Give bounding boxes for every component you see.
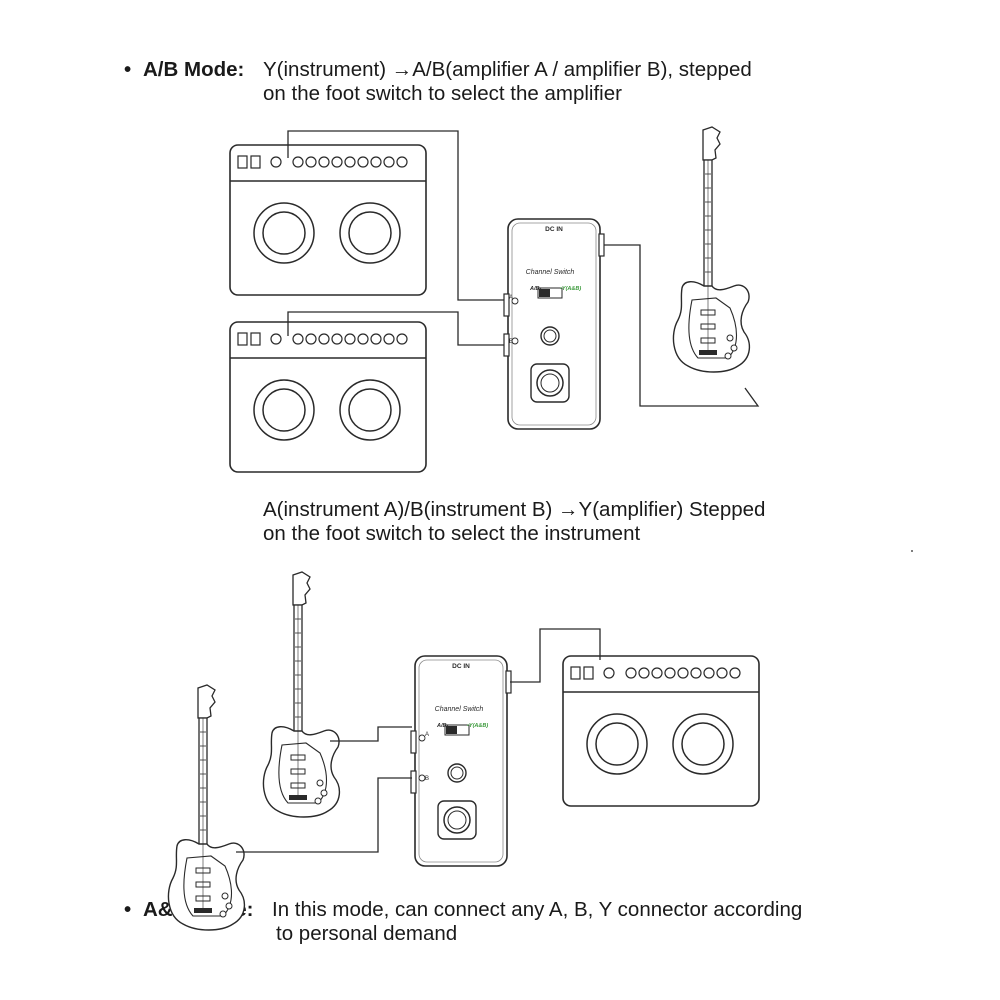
jack-b-label: B — [509, 339, 513, 345]
guitar-instrument — [672, 126, 751, 373]
channel-switch-pedal-2 — [410, 655, 512, 867]
guitar-instrument-a — [262, 571, 341, 818]
cables-bottom — [236, 628, 601, 853]
cables-top — [287, 130, 760, 407]
pedal-name-label: Channel Switch — [526, 269, 575, 276]
ab-mode-label: A/B Mode: — [143, 58, 245, 81]
ab-both-mode-desc-line1: In this mode, can connect any A, B, Y co… — [272, 898, 803, 921]
jack-b-label-2: B — [425, 776, 429, 782]
reverse-mode-desc-line1: A(instrument A)/B(instrument B) →Y(ampli… — [263, 498, 766, 521]
switch-right-label: •Y(A&B) — [560, 286, 581, 292]
pedal-labels-bottom: DC IN Channel Switch A/B• •Y(A&B) A B — [425, 663, 488, 782]
pedal-labels-top: DC IN Channel Switch A/B• •Y(A&B) A B — [509, 226, 581, 345]
reverse-mode-desc-line2: on the foot switch to select the instrum… — [263, 522, 641, 545]
channel-switch-pedal — [503, 218, 605, 430]
jack-a-label-2: A — [425, 732, 429, 738]
dc-in-label: DC IN — [545, 226, 563, 233]
bullet-ab-both-mode: • — [124, 898, 132, 921]
dc-in-label-2: DC IN — [452, 663, 470, 670]
jack-a-label: A — [509, 295, 513, 301]
amplifier-b — [229, 321, 427, 473]
ab-mode-desc-line2: on the foot switch to select the amplifi… — [263, 82, 622, 105]
bullet-ab-mode: • — [124, 58, 132, 81]
stray-dot — [911, 550, 913, 552]
amplifier-y — [562, 655, 760, 807]
guitar-instrument-b — [167, 684, 246, 931]
switch-right-label-2: •Y(A&B) — [467, 723, 488, 729]
ab-mode-desc-line1: Y(instrument) →A/B(amplifier A / amplifi… — [263, 58, 752, 81]
ab-both-mode-desc-line2: to personal demand — [276, 922, 458, 945]
pedal-name-label-2: Channel Switch — [435, 706, 484, 713]
switch-left-label: A/B• — [529, 286, 541, 292]
switch-left-label-2: A/B• — [436, 723, 448, 729]
amplifier-a — [229, 144, 427, 296]
